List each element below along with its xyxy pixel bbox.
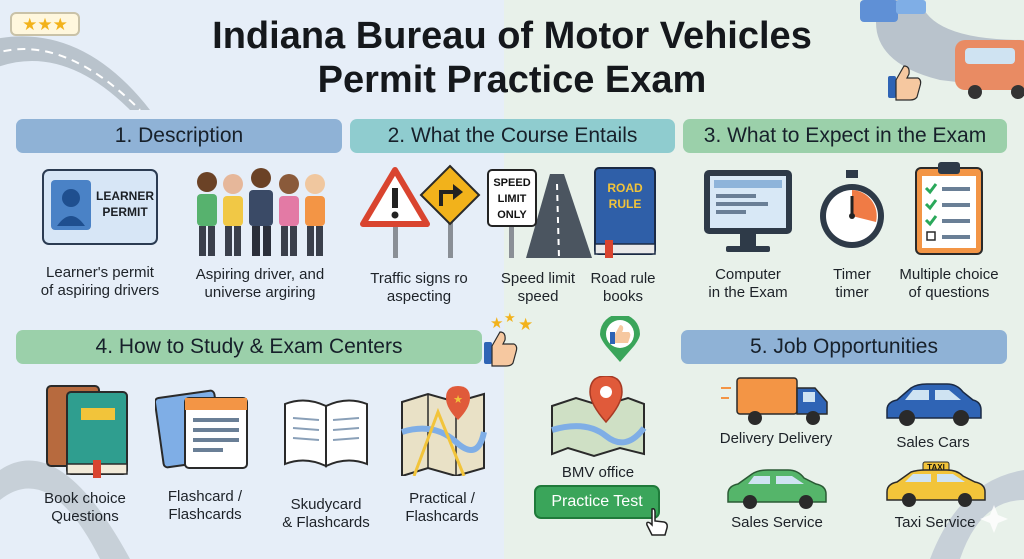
item-sales-service-caption: Sales Service — [731, 514, 823, 531]
svg-text:★: ★ — [453, 394, 463, 406]
practice-test-button[interactable]: Practice Test — [534, 485, 660, 519]
sedan-car-icon — [886, 383, 982, 426]
section-description-heading-text: 1. Description — [114, 124, 244, 147]
section-exam-heading: 3. What to Expect in the Exam — [683, 119, 1007, 153]
item-sales-service: Sales Service — [712, 468, 842, 532]
svg-text:★: ★ — [518, 315, 533, 334]
books-icon — [46, 385, 128, 478]
item-computer: Computer in the Exam — [696, 166, 800, 302]
title-line-1: Indiana Bureau of Motor Vehicles — [212, 15, 812, 57]
group-of-people-icon — [197, 168, 325, 256]
svg-text:RULE: RULE — [609, 197, 642, 211]
thumbs-up-pin-icon — [600, 316, 640, 362]
item-book-choice-caption: Book choice Questions — [44, 490, 126, 525]
computer-icon — [704, 170, 792, 252]
item-taxi-service-caption: Taxi Service — [894, 514, 976, 531]
item-taxi-service: TAXI Taxi Service — [874, 460, 996, 532]
item-learner-permit-caption: Learner's permit of aspiring drivers — [40, 264, 160, 299]
star-rating-icon: ★★★ — [22, 14, 68, 34]
bus-sign-decoration-icon — [860, 0, 926, 22]
section-study-heading: 4. How to Study & Exam Centers — [16, 330, 482, 364]
section-course-heading-text: 2. What the Course Entails — [387, 124, 638, 147]
item-road-rule-books: ROAD RULE Road rule books — [580, 164, 666, 306]
learner-permit-card-icon: LEARNER PERMIT — [42, 169, 158, 245]
svg-text:PERMIT: PERMIT — [102, 205, 148, 219]
item-speed-limit: SPEED LIMIT ONLY Speed limit speed — [482, 164, 594, 306]
item-speed-limit-caption: Speed limit speed — [500, 270, 576, 305]
item-flashcards-caption: Flashcard / Flashcards — [167, 488, 243, 523]
item-study-cards-caption: Skudycard & Flashcards — [282, 496, 370, 531]
section-course-heading: 2. What the Course Entails — [350, 119, 675, 153]
item-learner-permit: LEARNER PERMIT Learner's permit of aspir… — [20, 166, 180, 300]
svg-text:ONLY: ONLY — [497, 209, 527, 221]
delivery-truck-icon — [721, 377, 828, 425]
svg-text:★: ★ — [504, 310, 516, 325]
thumbs-up-decoration-icon — [888, 65, 922, 101]
item-computer-caption: Computer in the Exam — [708, 266, 788, 301]
item-bmv-office: BMV office — [542, 376, 654, 482]
svg-text:LEARNER: LEARNER — [96, 189, 154, 203]
section-jobs-heading-text: 5. Job Opportunities — [750, 335, 938, 358]
green-car-icon — [727, 469, 827, 509]
item-traffic-signs: Traffic signs ro aspecting — [352, 164, 486, 306]
page-title: Indiana Bureau of Motor Vehicles Permit … — [0, 14, 1024, 102]
flashcards-icon — [155, 389, 248, 469]
item-flashcards: Flashcard / Flashcards — [148, 386, 262, 524]
svg-text:★: ★ — [490, 315, 503, 332]
practice-test-button-label: Practice Test — [551, 493, 643, 510]
map-icon: ★ — [401, 386, 487, 476]
svg-text:LIMIT: LIMIT — [498, 193, 527, 205]
item-road-rule-books-caption: Road rule books — [590, 270, 656, 305]
section-description-heading: 1. Description — [16, 119, 342, 153]
title-line-2: Permit Practice Exam — [317, 59, 707, 101]
rating-badge: ★★★ — [10, 12, 80, 36]
section-study-heading-text: 4. How to Study & Exam Centers — [95, 335, 403, 358]
item-sales-cars-caption: Sales Cars — [896, 434, 970, 451]
checklist-clipboard-icon — [915, 162, 983, 255]
map-pin-icon — [551, 376, 647, 458]
item-bmv-office-caption: BMV office — [561, 464, 635, 481]
hand-cursor-icon — [646, 508, 668, 536]
car-decoration-icon — [955, 40, 1024, 99]
item-timer: Timer timer — [806, 166, 898, 302]
item-multiple-choice-caption: Multiple choice of questions — [899, 266, 999, 301]
item-book-choice: Book choice Questions — [30, 380, 140, 526]
traffic-signs-icon — [360, 164, 481, 258]
item-delivery: Delivery Delivery — [704, 372, 848, 448]
thumbs-up-stars-icon: ★ ★ ★ — [484, 310, 533, 367]
item-traffic-signs-caption: Traffic signs ro aspecting — [370, 270, 468, 305]
road-rule-book-icon: ROAD RULE — [594, 167, 656, 258]
item-practical-caption: Practical / Flashcards — [405, 490, 479, 525]
section-exam-heading-text: 3. What to Expect in the Exam — [703, 124, 987, 147]
taxi-icon: TAXI — [886, 461, 986, 507]
svg-text:TAXI: TAXI — [927, 463, 945, 472]
item-study-cards: Skudycard & Flashcards — [270, 394, 382, 532]
item-multiple-choice: Multiple choice of questions — [894, 160, 1004, 302]
open-book-icon — [284, 399, 368, 468]
item-sales-cars: Sales Cars — [872, 380, 994, 452]
item-aspiring-drivers: Aspiring driver, and universe argiring — [180, 164, 340, 302]
svg-text:ROAD: ROAD — [607, 181, 643, 195]
item-timer-caption: Timer timer — [833, 266, 871, 301]
speed-limit-sign-icon: SPEED LIMIT ONLY — [487, 169, 592, 259]
section-jobs-heading: 5. Job Opportunities — [681, 330, 1007, 364]
item-aspiring-drivers-caption: Aspiring driver, and universe argiring — [195, 266, 325, 301]
svg-text:SPEED: SPEED — [493, 177, 530, 189]
item-delivery-caption: Delivery Delivery — [719, 430, 833, 447]
item-practical: ★ Practical / Flashcards — [388, 382, 496, 526]
stopwatch-timer-icon — [820, 170, 884, 248]
